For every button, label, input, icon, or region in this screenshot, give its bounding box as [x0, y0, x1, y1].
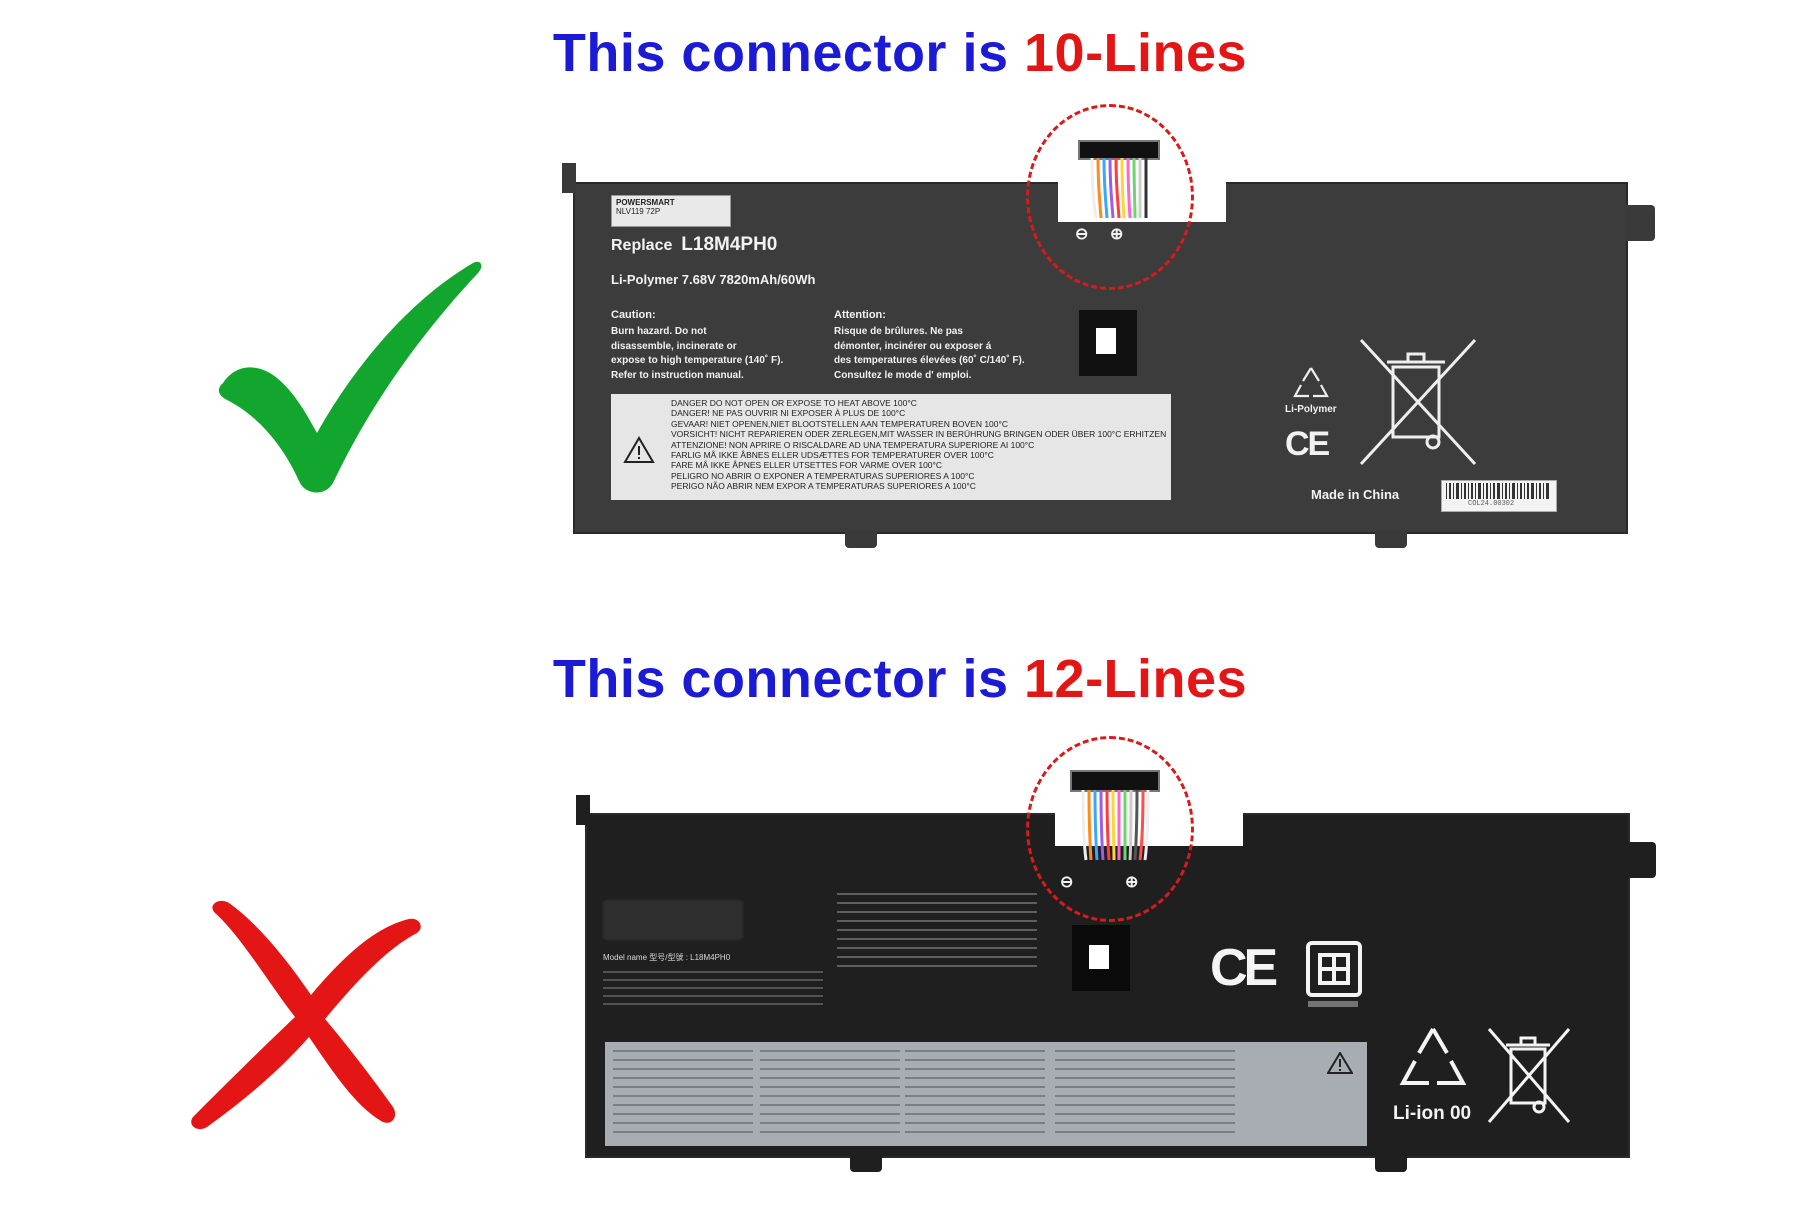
connector-highlight-top [1026, 104, 1194, 290]
ce-mark-bottom: CE [1210, 939, 1278, 997]
barcode-text: COL24.00302 [1468, 500, 1515, 508]
made-in-label: Made in China [1311, 487, 1400, 502]
heading-bottom-value: 12-Lines [1024, 649, 1248, 709]
attention-text: Risque de brûlures. Ne pas démonter, inc… [834, 326, 1025, 381]
model-number: L18M4PH0 [681, 234, 778, 255]
warning-label-blurred [605, 1042, 1367, 1146]
warning-triangle-icon [623, 436, 655, 463]
heading-top-value: 10-Lines [1024, 23, 1248, 83]
cross-mark-icon [191, 900, 421, 1130]
warning-panel: DANGER DO NOT OPEN OR EXPOSE TO HEAT ABO… [611, 394, 1171, 500]
replace-label: Replace L18M4PH0 [611, 234, 778, 255]
brand-logo [603, 900, 743, 940]
barcode: COL24.00302 [1441, 480, 1557, 512]
brand-code: NLV119 72P [616, 207, 661, 216]
china-recycle-icon [1306, 941, 1362, 997]
brand-sticker: POWERSMART NLV119 72P [611, 195, 731, 227]
heading-top: This connector is 10-Lines [0, 22, 1800, 84]
crossed-bin-bottom-icon [1487, 1028, 1571, 1123]
warning-triangle-bottom-icon [1327, 1052, 1353, 1074]
crossed-bin-icon [1359, 338, 1477, 466]
model-line: Model name 型号/型號 : L18M4PH0 [603, 953, 731, 962]
blurred-spec-text [603, 971, 823, 1005]
li-polymer-label: Li-Polymer [1285, 404, 1337, 415]
attention-title: Attention: [834, 309, 886, 321]
heading-bottom: This connector is 12-Lines [0, 648, 1800, 710]
check-mark-icon [218, 261, 482, 493]
ce-mark: CE [1285, 425, 1330, 463]
li-ion-label: Li-ion 00 [1393, 1103, 1472, 1124]
brand-name: POWERSMART [616, 198, 675, 207]
caution-title: Caution: [611, 309, 656, 321]
blurred-made-in-text [837, 893, 1037, 973]
barcode-stripes-icon [1446, 483, 1549, 499]
spec-line: Li-Polymer 7.68V 7820mAh/60Wh [611, 272, 816, 287]
caution-text: Burn hazard. Do not disassemble, inciner… [611, 326, 784, 381]
recycle-icon [1293, 367, 1329, 398]
heading-bottom-prefix: This connector is [552, 649, 1024, 709]
li-ion-recycle-icon [1399, 1027, 1467, 1085]
china-recycle-caption [1308, 1001, 1358, 1007]
connector-highlight-bottom [1026, 736, 1194, 922]
heading-top-prefix: This connector is [552, 23, 1024, 83]
